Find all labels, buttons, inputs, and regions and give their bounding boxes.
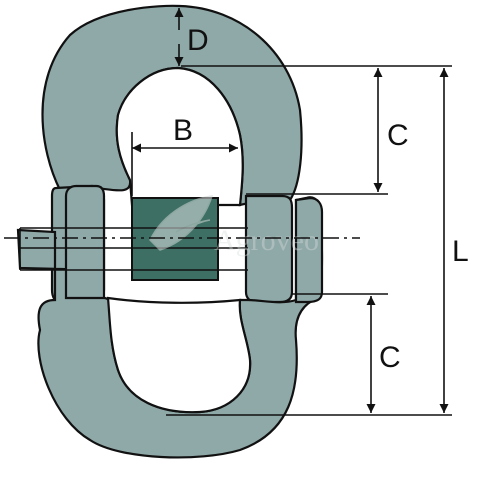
upper-right-prong <box>244 194 294 304</box>
lower-link-half <box>16 184 324 459</box>
lower-eye-opening <box>106 296 252 414</box>
dimension-extension-lines <box>166 65 452 416</box>
label-c-lower: C <box>379 341 401 374</box>
label-d: D <box>187 24 209 57</box>
watermark-text: Agroveo <box>214 224 319 257</box>
dimension-b <box>131 132 238 196</box>
label-c-upper: C <box>387 119 409 152</box>
lower-right-tab <box>294 196 324 304</box>
upper-eye-opening <box>115 66 244 207</box>
watermark-leaf-logo <box>149 195 214 251</box>
agroveo-watermark: Agroveo <box>149 195 319 257</box>
pin-outline <box>19 227 248 271</box>
label-l: L <box>452 235 469 268</box>
label-b: B <box>173 114 193 147</box>
lower-left-prong <box>64 184 106 300</box>
